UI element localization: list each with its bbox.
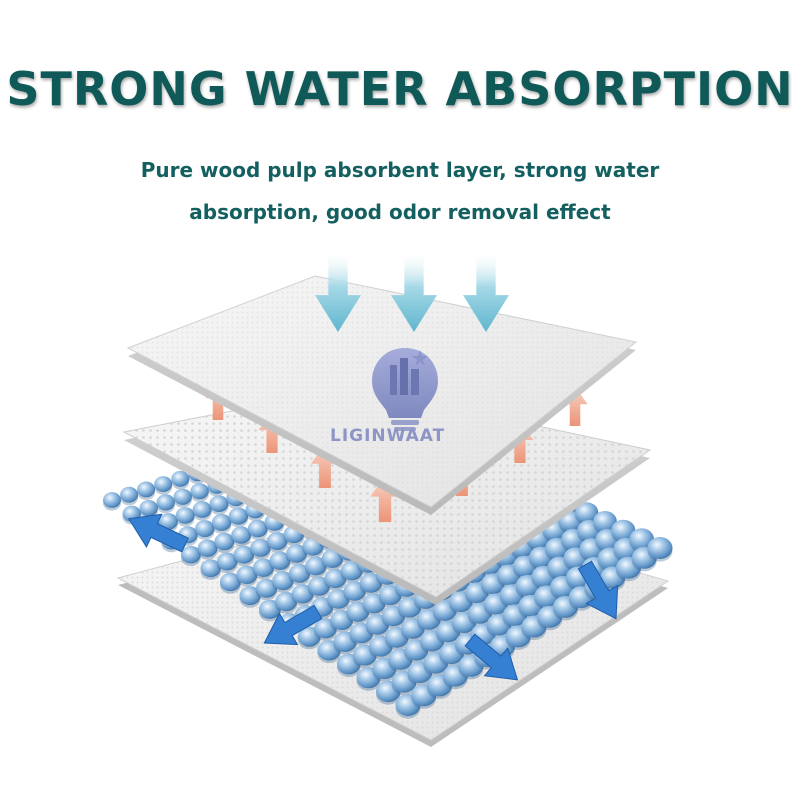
- bead: [286, 544, 307, 563]
- bead: [103, 492, 121, 508]
- bead: [647, 537, 673, 559]
- bead: [259, 599, 281, 619]
- bead: [195, 520, 215, 538]
- bead: [220, 572, 241, 592]
- bead: [233, 545, 255, 564]
- bead: [611, 519, 636, 541]
- bead: [139, 500, 158, 517]
- bead: [217, 552, 238, 571]
- bead: [173, 488, 192, 505]
- bead: [120, 486, 139, 503]
- bead: [256, 578, 278, 598]
- bead: [629, 528, 654, 550]
- bead: [154, 476, 173, 492]
- bead: [228, 507, 249, 525]
- bead: [156, 494, 175, 511]
- bead: [275, 592, 298, 612]
- bead: [211, 513, 232, 531]
- diagonal-arrow-icon: [263, 604, 323, 646]
- bead: [197, 539, 218, 557]
- bead: [253, 558, 274, 577]
- diagonal-arrow-icon: [577, 560, 619, 620]
- down-arrows: [315, 250, 509, 332]
- bead: [321, 549, 343, 568]
- side-arrows: [127, 513, 619, 681]
- bead: [181, 546, 201, 564]
- bead: [137, 481, 156, 498]
- bead: [593, 511, 617, 532]
- bead: [267, 532, 288, 550]
- bead: [214, 532, 235, 551]
- diagonal-arrow-icon: [127, 513, 189, 553]
- bead: [247, 519, 268, 538]
- down-arrow-icon: [391, 250, 437, 332]
- bead: [308, 576, 330, 596]
- watermark-text: LIGINWAAT: [330, 426, 446, 446]
- bead: [343, 581, 366, 601]
- watermark-lightbulb-city-icon: [372, 348, 438, 431]
- bead: [239, 586, 261, 606]
- bead: [158, 513, 178, 530]
- bead: [272, 571, 294, 591]
- bead: [200, 559, 221, 578]
- bead: [171, 470, 190, 487]
- headline: STRONG WATER ABSORPTION: [6, 62, 794, 116]
- bead: [324, 568, 347, 589]
- bead: [192, 501, 212, 518]
- subtitle-line-1: Pure wood pulp absorbent layer, strong w…: [140, 158, 660, 182]
- diagonal-arrow-icon: [464, 633, 519, 681]
- bead: [327, 589, 350, 609]
- down-arrow-icon: [315, 250, 361, 332]
- bead: [291, 584, 314, 604]
- bead: [231, 526, 252, 544]
- bead: [575, 502, 599, 523]
- bead: [190, 483, 209, 500]
- bead: [305, 556, 327, 576]
- bead: [236, 565, 258, 585]
- subtitle-line-2: absorption, good odor removal effect: [189, 200, 611, 224]
- bead: [288, 564, 311, 583]
- bead: [175, 507, 195, 524]
- bead: [209, 495, 229, 512]
- bead: [250, 539, 271, 557]
- bead: [359, 573, 383, 593]
- bead: [269, 551, 291, 570]
- bead: [340, 561, 363, 581]
- down-arrow-icon: [463, 250, 509, 332]
